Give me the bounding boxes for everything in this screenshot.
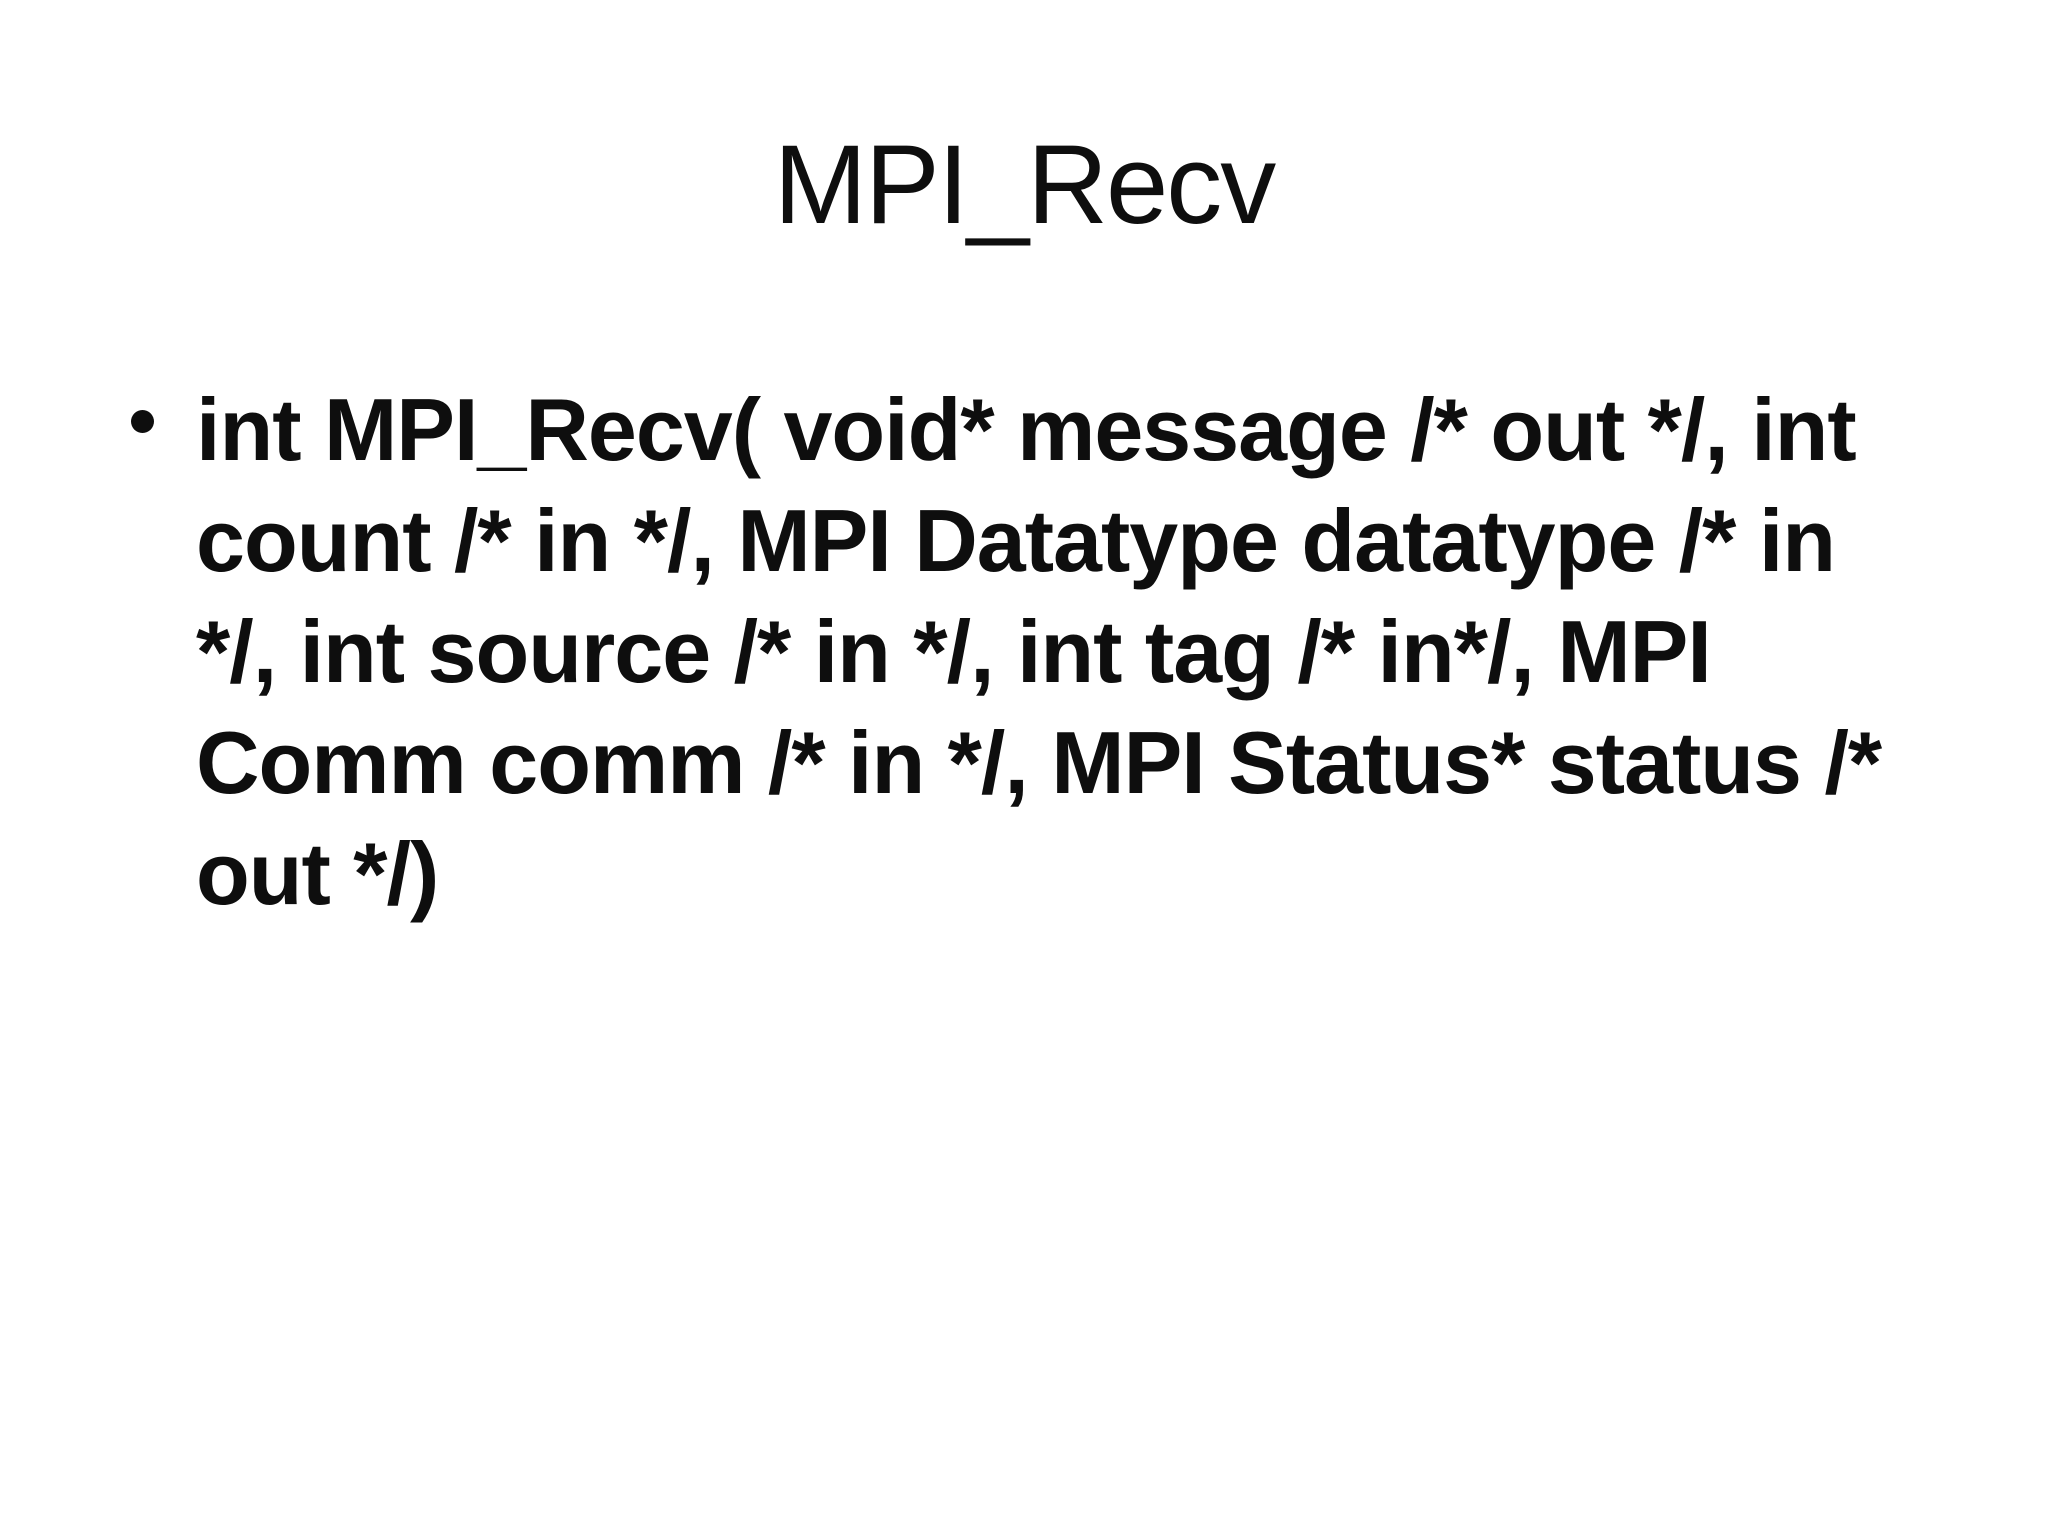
bullet-marker-icon: [131, 410, 154, 433]
slide-title: MPI_Recv: [773, 122, 1277, 247]
bullet-text-line: count /* in */, MPI Datatype datatype /*…: [196, 491, 1836, 590]
bullet-paragraph: int MPI_Recv( void* message /* out */, i…: [131, 374, 1956, 929]
bullet-text-line: out */): [196, 824, 439, 923]
bullet-text-line: int MPI_Recv( void* message /* out */, i…: [196, 380, 1857, 479]
bullet-text-line: Comm comm /* in */, MPI Status* status /…: [196, 713, 1882, 812]
bullet-text-line: */, int source /* in */, int tag /* in*/…: [196, 602, 1712, 701]
